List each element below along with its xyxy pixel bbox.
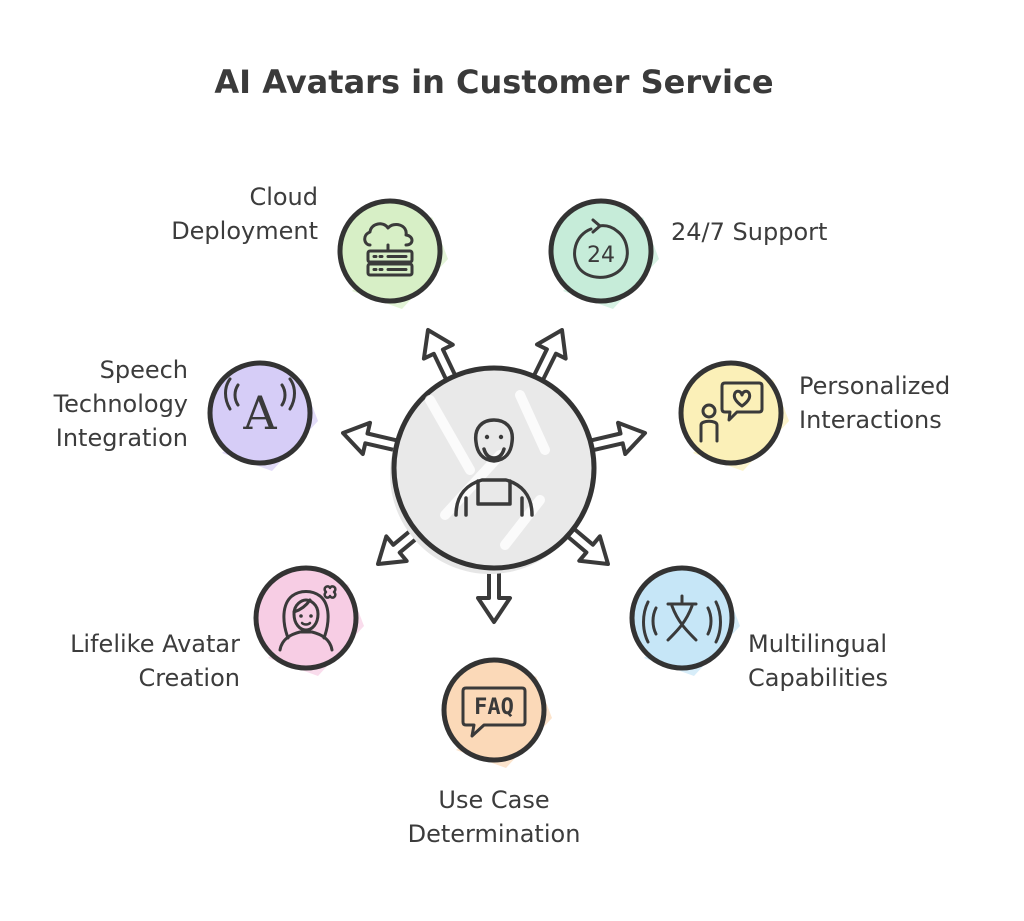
- label-line: Interactions: [799, 406, 942, 434]
- translate-icon: [642, 594, 722, 644]
- label-line: Determination: [408, 820, 581, 848]
- node-cloud-deployment-ring: [337, 198, 443, 304]
- node-support-24-7-wash: [563, 217, 659, 309]
- label-line: Cloud: [249, 183, 318, 211]
- speech-a-icon: A: [224, 377, 296, 440]
- svg-text:24: 24: [587, 243, 615, 268]
- node-use-case-determination: FAQ: [441, 657, 552, 768]
- diagram-title: AI Avatars in Customer Service: [214, 63, 773, 101]
- label-support-24-7: 24/7 Support: [671, 218, 827, 246]
- cloud-server-icon: [363, 222, 414, 277]
- label-line: Multilingual: [748, 630, 887, 658]
- label-line: Capabilities: [748, 664, 888, 692]
- label-line: Creation: [138, 664, 240, 692]
- node-speech-technology-integration-ring: [207, 360, 313, 466]
- node-speech-technology-integration: A: [207, 360, 318, 471]
- label-line: Speech: [100, 356, 188, 384]
- node-lifelike-avatar-creation: [253, 565, 364, 676]
- node-personalized-interactions-wash: [693, 379, 789, 471]
- label-line: Integration: [56, 424, 188, 452]
- svg-text:A: A: [242, 386, 277, 440]
- node-multilingual-capabilities: [629, 565, 740, 676]
- person-icon: [454, 418, 534, 517]
- label-line: Use Case: [438, 786, 549, 814]
- node-support-24-7: 24: [548, 198, 659, 309]
- center-hub: [390, 365, 597, 574]
- faq-icon: FAQ: [461, 686, 527, 738]
- label-line: Deployment: [171, 217, 318, 245]
- clock-24-icon: 24: [573, 218, 629, 279]
- node-multilingual-capabilities-wash: [644, 584, 740, 676]
- arrows: [341, 328, 647, 624]
- node-lifelike-avatar-creation-wash: [268, 584, 364, 676]
- node-cloud-deployment: [337, 198, 448, 309]
- label-line: 24/7 Support: [671, 218, 827, 246]
- node-multilingual-capabilities-ring: [629, 565, 735, 671]
- avatar-woman-icon: [278, 585, 337, 652]
- node-personalized-interactions: [678, 360, 789, 471]
- label-line: Personalized: [799, 372, 950, 400]
- node-support-24-7-ring: [548, 198, 654, 304]
- node-personalized-interactions-ring: [678, 360, 784, 466]
- node-use-case-determination-ring: [441, 657, 547, 763]
- svg-text:FAQ: FAQ: [474, 695, 514, 720]
- person-heart-icon: [699, 381, 764, 443]
- node-use-case-determination-wash: [456, 676, 552, 768]
- label-line: Lifelike Avatar: [70, 630, 240, 658]
- node-lifelike-avatar-creation-ring: [253, 565, 359, 671]
- label-line: Technology: [53, 390, 188, 418]
